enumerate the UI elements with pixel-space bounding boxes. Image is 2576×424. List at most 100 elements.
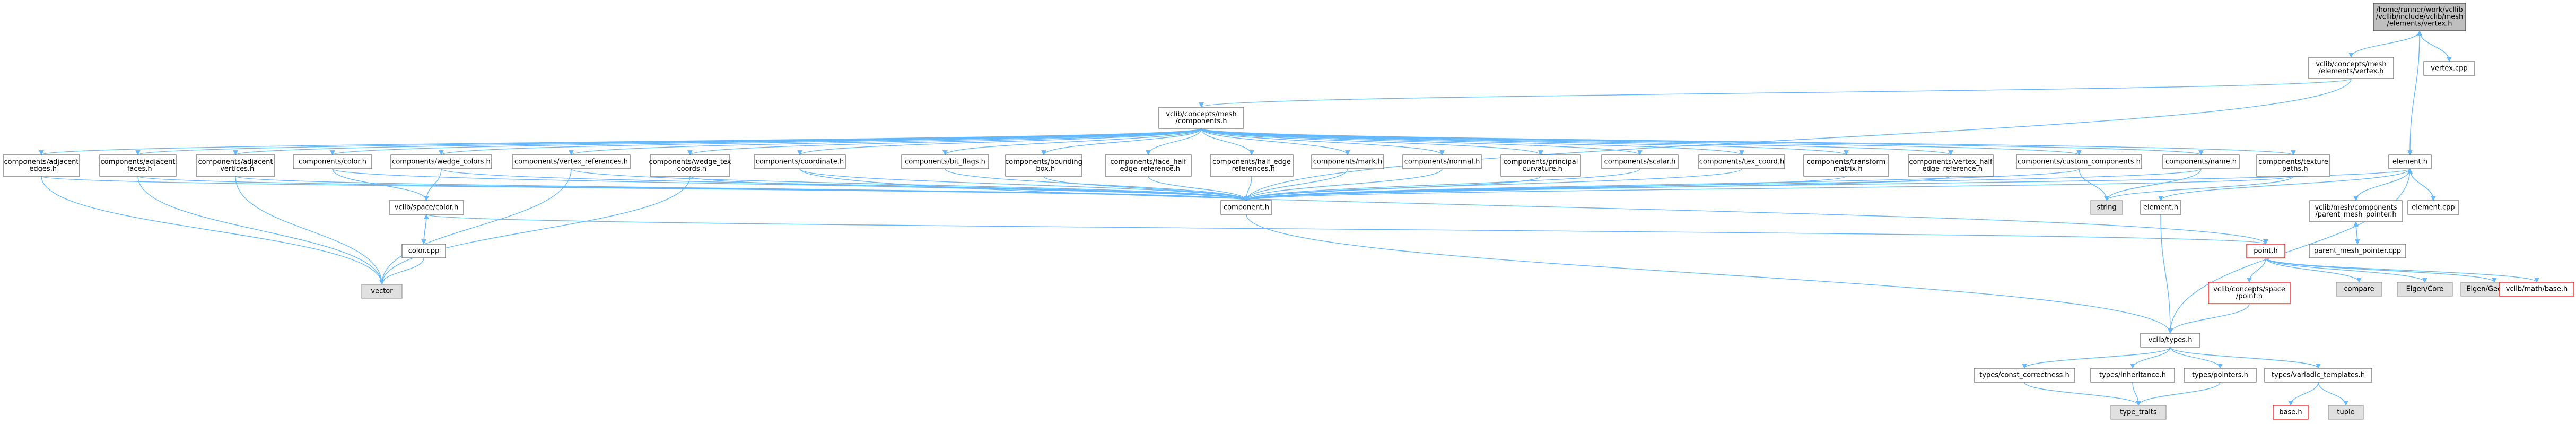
node-half-edge-refs[interactable]: components/half_edge_references.h — [1210, 154, 1294, 177]
edge-element-h-top-to-types — [2168, 168, 2411, 334]
edge-types-to-pointers — [2170, 347, 2223, 369]
node-color[interactable]: components/color.h — [293, 154, 372, 169]
node-principal-curv[interactable]: components/principal_curvature.h — [1500, 154, 1581, 177]
node-wedge-tex[interactable]: components/wedge_tex_coords.h — [649, 154, 731, 177]
node-label: components/color.h — [299, 158, 366, 166]
node-box — [2423, 61, 2475, 76]
edge-concepts-vertex-to-component — [1244, 78, 2352, 201]
node-label: _box.h — [1032, 165, 1055, 173]
node-box — [99, 154, 177, 177]
node-bit-flags[interactable]: components/bit_flags.h — [901, 154, 989, 169]
node-vertex-cpp[interactable]: vertex.cpp — [2423, 61, 2475, 76]
node-label: components/face_half — [1110, 158, 1186, 166]
node-box — [2140, 333, 2200, 348]
node-space-color[interactable]: vclib/space/color.h — [389, 200, 464, 215]
node-box — [1158, 107, 1244, 129]
node-label: point.h — [2254, 247, 2278, 255]
node-concepts-space-point[interactable]: vclib/concepts/space/point.h — [2208, 282, 2291, 304]
edge-concepts-space-point-to-types — [2168, 303, 2250, 334]
edge-root-to-element-h-top — [2407, 30, 2420, 155]
node-pointers[interactable]: types/pointers.h — [2184, 368, 2257, 383]
node-box — [1500, 154, 1581, 177]
node-concepts-components[interactable]: vclib/concepts/mesh/components.h — [1158, 107, 1244, 129]
node-root[interactable]: /home/runner/work/vcllib/vcllib/include/… — [2373, 3, 2466, 31]
node-custom-components[interactable]: components/custom_components.h — [2016, 154, 2142, 169]
node-element-h-top[interactable]: element.h — [2388, 154, 2432, 169]
edge-concepts-components-to-bounding-box — [1041, 128, 1202, 155]
node-adj-edges[interactable]: components/adjacent_edges.h — [3, 154, 80, 177]
edge-component-to-types — [1246, 214, 2173, 334]
edge-types-to-variadic-templates — [2170, 347, 2321, 369]
node-concepts-vertex[interactable]: vclib/concepts/mesh/elements/vertex.h — [2308, 57, 2394, 79]
node-label: vclib/concepts/mesh — [1166, 110, 1236, 118]
node-element-cpp[interactable]: element.cpp — [2407, 200, 2459, 215]
edge-element-h-top-to-component — [1244, 168, 2411, 201]
edge-concepts-components-to-texture-paths — [1201, 128, 2296, 155]
node-box — [1105, 154, 1192, 177]
node-adj-faces[interactable]: components/adjacent_faces.h — [99, 154, 177, 177]
edge-mark-to-component — [1244, 168, 1348, 201]
node-parent-mesh-pointer-cpp[interactable]: parent_mesh_pointer.cpp — [2309, 244, 2406, 258]
edge-concepts-components-to-vertex-half-edge — [1201, 128, 1953, 155]
node-const-correctness[interactable]: types/const_correctness.h — [1974, 368, 2075, 383]
node-label: _coords.h — [673, 165, 706, 173]
node-label: components/wedge_colors.h — [392, 158, 491, 166]
node-label: element.h — [2392, 158, 2427, 166]
node-math-base[interactable]: vclib/math/base.h — [2499, 282, 2574, 297]
node-box — [2336, 282, 2382, 297]
node-box — [1601, 154, 1679, 169]
node-face-half-edge[interactable]: components/face_half_edge_reference.h — [1105, 154, 1192, 177]
node-label: tuple — [2337, 409, 2354, 417]
node-label: Eigen/Core — [2406, 285, 2444, 293]
node-label: components/mark.h — [1313, 158, 1383, 166]
node-box — [1974, 368, 2075, 383]
node-normal[interactable]: components/normal.h — [1402, 154, 1482, 169]
node-base-h[interactable]: base.h — [2273, 405, 2309, 420]
node-label: types/const_correctness.h — [1979, 371, 2069, 379]
node-vertex-half-edge[interactable]: components/vertex_half_edge_reference.h — [1908, 154, 1994, 177]
node-point[interactable]: point.h — [2246, 244, 2285, 258]
edge-concepts-components-to-normal — [1201, 128, 1445, 155]
edge-scalar-to-component — [1244, 168, 1640, 201]
node-label: components/scalar.h — [1604, 158, 1676, 166]
edge-coordinate-to-component — [799, 168, 1249, 201]
node-label: _faces.h — [123, 165, 152, 173]
edge-color-cpp-to-space-color — [423, 214, 429, 245]
node-box — [2256, 154, 2330, 177]
node-label: string — [2097, 204, 2116, 212]
node-name[interactable]: components/name.h — [2162, 154, 2240, 169]
node-scalar[interactable]: components/scalar.h — [1601, 154, 1679, 169]
node-color-cpp[interactable]: color.cpp — [401, 244, 446, 258]
node-box — [2308, 57, 2394, 79]
node-box — [389, 200, 464, 215]
edge-types-to-inheritance — [2130, 347, 2171, 369]
node-element-h[interactable]: element.h — [2140, 200, 2181, 215]
edge-adj-faces-to-component — [137, 176, 1249, 201]
node-transform[interactable]: components/transform_matrix.h — [1803, 154, 1889, 177]
node-parent-mesh-pointer[interactable]: vclib/mesh/components/parent_mesh_pointe… — [2309, 200, 2403, 222]
node-tex-coord[interactable]: components/tex_coord.h — [1698, 154, 1785, 169]
node-component[interactable]: component.h — [1220, 200, 1272, 215]
edge-concepts-components-to-adj-vertices — [233, 128, 1202, 155]
node-coordinate[interactable]: components/coordinate.h — [754, 154, 846, 169]
node-variadic-templates[interactable]: types/variadic_templates.h — [2264, 368, 2372, 383]
edge-point-to-eigen-geometry — [2265, 257, 2497, 283]
node-mark[interactable]: components/mark.h — [1311, 154, 1384, 169]
edge-variadic-templates-to-tuple — [2318, 382, 2348, 406]
edge-pointers-to-type-traits — [2136, 382, 2221, 406]
node-bounding-box[interactable]: components/bounding_box.h — [1005, 154, 1082, 177]
node-adj-vertices[interactable]: components/adjacent_vertices.h — [196, 154, 275, 177]
node-label: vclib/math/base.h — [2506, 285, 2568, 293]
node-inheritance[interactable]: types/inheritance.h — [2090, 368, 2175, 383]
node-vertex-refs[interactable]: components/vertex_references.h — [512, 154, 631, 169]
node-box — [1210, 154, 1294, 177]
node-label: vector — [371, 288, 393, 296]
node-wedge-colors[interactable]: components/wedge_colors.h — [390, 154, 492, 169]
node-box — [2328, 405, 2364, 420]
node-label: type_traits — [2120, 409, 2157, 417]
node-types[interactable]: vclib/types.h — [2140, 333, 2200, 348]
node-label: /parent_mesh_pointer.h — [2315, 211, 2396, 219]
node-label: vclib/mesh/components — [2315, 204, 2397, 212]
node-box — [2499, 282, 2574, 297]
node-texture-paths[interactable]: components/texture_paths.h — [2256, 154, 2330, 177]
